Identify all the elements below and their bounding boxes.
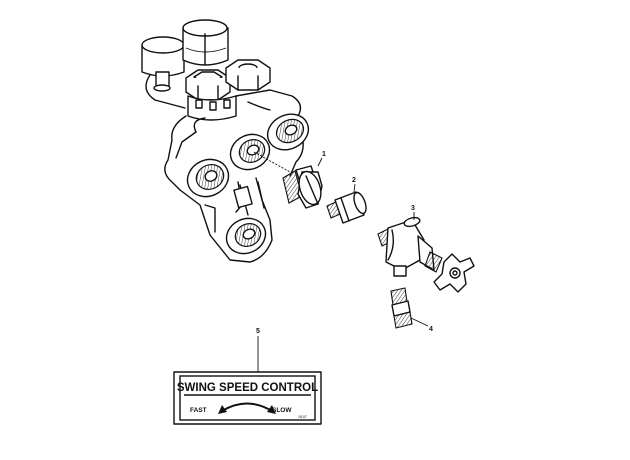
callout-2: 2 <box>352 177 356 184</box>
part-3-needle-valve <box>377 216 475 293</box>
arrow-right-icon <box>267 405 276 414</box>
part-5-instruction-plate: SWING SPEED CONTROL FAST SLOW 18-57 <box>173 371 322 425</box>
port-upper-center <box>229 133 271 171</box>
plate-slow-label: SLOW <box>272 407 292 414</box>
callout-3: 3 <box>411 205 415 212</box>
hex-nut-right <box>225 59 271 91</box>
valve-body-assembly <box>141 19 310 263</box>
plate-code: 18-57 <box>298 415 307 419</box>
valve-cap-center <box>182 19 229 66</box>
valve-cap-left <box>141 36 185 92</box>
arrow-left-icon <box>218 405 227 414</box>
castle-collar <box>187 95 237 121</box>
part-4-nipple <box>390 287 413 329</box>
callout-leaders <box>257 157 429 372</box>
callout-5: 5 <box>256 328 260 335</box>
callout-4: 4 <box>429 326 433 333</box>
plate-title: SWING SPEED CONTROL <box>177 382 318 394</box>
part-2-coupling <box>326 191 367 224</box>
port-upper-right <box>266 113 310 151</box>
part-1-adapter <box>282 165 323 209</box>
plate-fast-label: FAST <box>190 407 207 414</box>
hex-nut-left <box>185 69 231 101</box>
port-lower <box>225 217 267 255</box>
callout-1: 1 <box>322 151 326 158</box>
port-left <box>186 158 230 198</box>
speed-arc-icon <box>221 402 273 412</box>
